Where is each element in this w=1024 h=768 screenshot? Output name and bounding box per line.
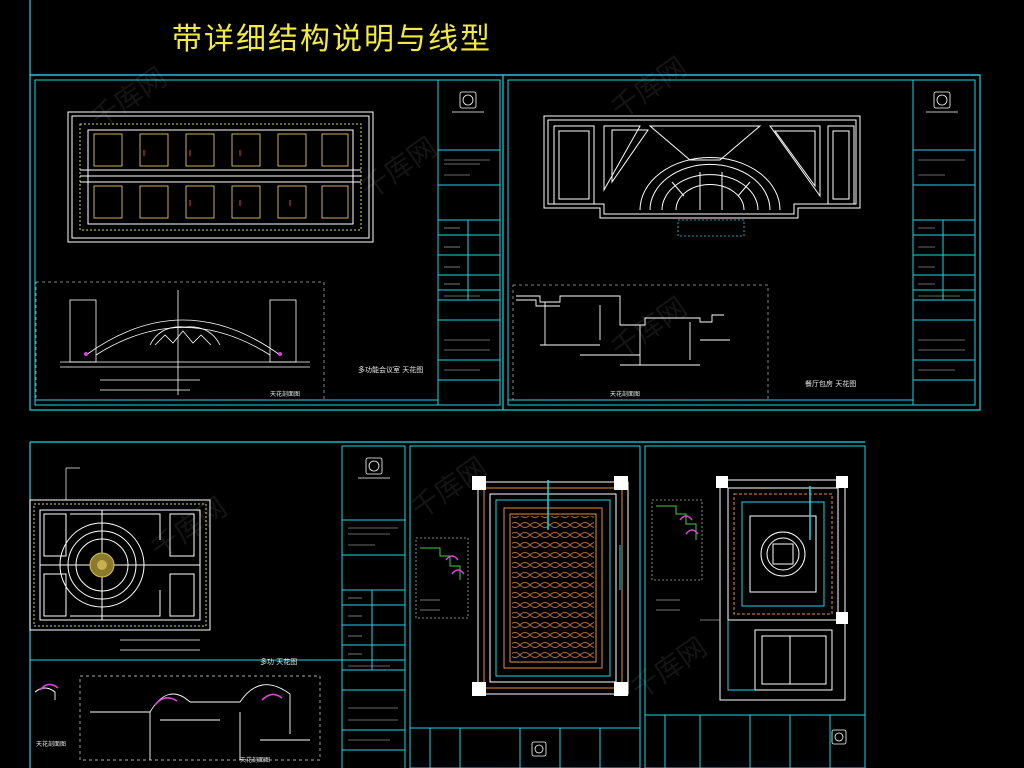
watermark: 千库网 千库网 千库网 千库网 千库网 千库网 千库网: [85, 51, 713, 706]
sheet-2-label-2: 天花剖面图: [610, 390, 640, 398]
sheet-1-label-2: 天花剖面图: [270, 390, 300, 398]
sheet-3-label-2: 天花剖面图: [36, 740, 66, 748]
svg-text:千库网: 千库网: [145, 491, 233, 566]
svg-text:千库网: 千库网: [625, 631, 713, 706]
svg-text:千库网: 千库网: [605, 291, 693, 366]
svg-text:千库网: 千库网: [355, 131, 443, 206]
sheet-2-label-1: 餐厅包房 天花图: [805, 379, 856, 388]
svg-text:千库网: 千库网: [605, 51, 693, 126]
sheet-2: 餐厅包房 天花图 天花剖面图: [507, 79, 976, 406]
page-title: 带详细结构说明与线型: [172, 22, 492, 57]
sheet-1: 多功能会议室 天花图 天花剖面图: [34, 79, 501, 406]
sheet-3: 多功 天花图 天花剖面图 天花剖面图: [29, 445, 406, 768]
sheet-5: [644, 445, 866, 768]
sheet-1-label-1: 多功能会议室 天花图: [358, 365, 423, 374]
sheet-3-label-3: 天花剖面图: [240, 756, 270, 764]
sheet-3-label-1: 多功 天花图: [260, 657, 297, 666]
sheet-4: [409, 445, 641, 768]
